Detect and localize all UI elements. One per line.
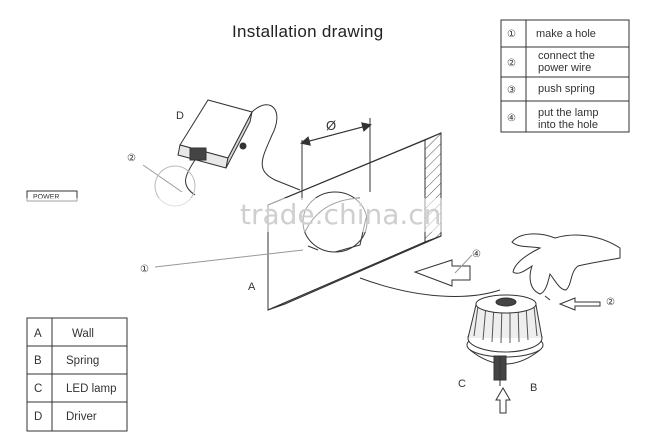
watermark-text: trade.china.cn [240, 198, 441, 231]
diameter-symbol: Ø [326, 118, 336, 133]
legend-key-a: A [34, 328, 42, 340]
step-4-label-line2: into the hole [538, 119, 598, 131]
step-1-label: make a hole [536, 28, 596, 40]
step-2-label-line1: connect the [538, 50, 595, 62]
push-step-number: ② [606, 297, 615, 308]
legend-label-wall: Wall [72, 328, 94, 340]
hand-illustration [511, 233, 621, 301]
legend-table [26, 317, 128, 432]
push-up-arrow [495, 387, 511, 414]
driver-box [177, 99, 253, 169]
diagram-title: Installation drawing [232, 22, 384, 41]
legend-label-driver: Driver [66, 411, 97, 423]
step-3-number: ③ [507, 85, 516, 96]
driver-callout: D [176, 110, 184, 122]
step-3-label: push spring [538, 83, 595, 95]
step-2-number: ② [507, 58, 516, 69]
legend-key-d: D [34, 411, 42, 423]
wall-callout: A [248, 281, 256, 293]
lamp-callout: C [458, 378, 466, 390]
legend-label-led-lamp: LED lamp [66, 383, 117, 395]
spring-callout: B [530, 382, 537, 394]
step-2-label-line2: power wire [538, 62, 591, 74]
hole-step-number: ① [140, 264, 149, 275]
step-4-label-line1: put the lamp [538, 107, 599, 119]
hole-leader-line [154, 249, 304, 268]
step-4-number: ④ [507, 113, 516, 124]
insert-leader-line [454, 254, 473, 274]
wire-step-number: ② [127, 153, 136, 164]
legend-text: A Wall B Spring C LED lamp D Driver [34, 328, 117, 423]
insert-arrow [413, 259, 471, 287]
partial-box-label: POWER [33, 194, 59, 201]
diameter-dimension [300, 118, 372, 200]
step-1-number: ① [507, 29, 516, 40]
watermark-band [0, 198, 670, 232]
wires [185, 104, 501, 297]
legend-key-b: B [34, 355, 42, 367]
steps-table [500, 19, 630, 133]
push-side-arrow [558, 297, 601, 311]
steps-text: ① make a hole ② connect the power wire ③… [507, 28, 599, 131]
insert-step-number: ④ [472, 249, 481, 260]
legend-label-spring: Spring [66, 355, 99, 367]
legend-key-c: C [34, 383, 42, 395]
led-lamp [466, 294, 544, 386]
